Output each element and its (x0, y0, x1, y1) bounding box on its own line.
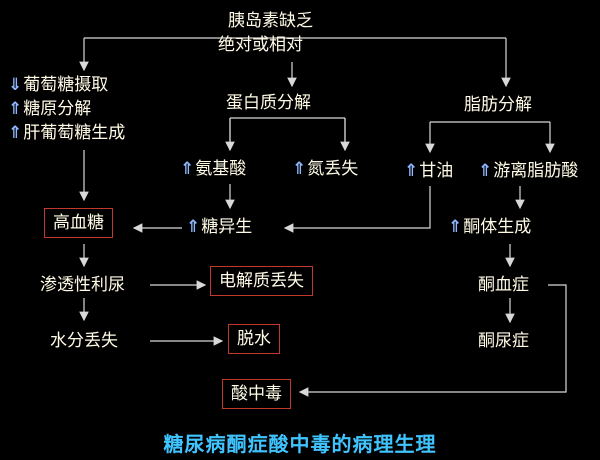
ketogenesis: ⇑酮体生成 (448, 216, 531, 238)
arrow-up-icon: ⇑ (8, 123, 23, 143)
left-effect-1-label: 葡萄糖摄取 (23, 75, 109, 95)
absolute-or-relative-label: 绝对或相对 (218, 34, 303, 56)
hyperglycemia-box: 高血糖 (44, 208, 113, 238)
free-fatty-acids: ⇑游离脂肪酸 (478, 160, 578, 182)
osmotic-diuresis: 渗透性利尿 (40, 275, 125, 295)
gluconeogenesis: ⇑糖异生 (186, 216, 252, 238)
left-effect-2: ⇑糖原分解 (8, 98, 91, 120)
gluconeogenesis-label: 糖异生 (201, 217, 253, 237)
diagram-caption: 糖尿病酮症酸中毒的病理生理 (163, 432, 437, 456)
insulin-deficiency-line1: 胰岛素缺乏 (228, 11, 313, 31)
line-glycerol-to-gluconeo (283, 186, 431, 233)
glycerol-label: 甘油 (419, 161, 454, 181)
arrow-up-icon: ⇑ (404, 161, 419, 181)
water-loss: 水分丢失 (50, 331, 118, 351)
arrow-up-icon: ⇑ (478, 161, 493, 181)
protein-breakdown: 蛋白质分解 (226, 93, 311, 113)
insulin-deficiency-line2: 绝对或相对 (218, 35, 303, 55)
line-ketonemia-to-acidosis (298, 284, 567, 397)
ketogenesis-label: 酮体生成 (463, 217, 532, 237)
amino-acids: ⇑氨基酸 (180, 158, 246, 180)
fat-breakdown: 脂肪分解 (464, 95, 532, 115)
left-effect-3-label: 肝葡萄糖生成 (23, 123, 126, 143)
free-fatty-acids-label: 游离脂肪酸 (493, 161, 579, 181)
nitrogen-loss-label: 氮丢失 (307, 159, 359, 179)
nitrogen-loss: ⇑氮丢失 (292, 158, 358, 180)
electrolyte-loss-box: 电解质丢失 (210, 266, 313, 296)
arrow-up-icon: ⇑ (8, 99, 23, 119)
arrow-up-icon: ⇑ (180, 159, 195, 179)
glycerol: ⇑甘油 (404, 160, 453, 182)
amino-acids-label: 氨基酸 (195, 159, 247, 179)
left-effect-3: ⇑肝葡萄糖生成 (8, 122, 125, 144)
left-effect-1: ⇓葡萄糖摄取 (8, 74, 108, 96)
ketonemia: 酮血症 (478, 275, 529, 295)
insulin-deficiency-label: 胰岛素缺乏 (228, 10, 313, 32)
arrow-up-icon: ⇑ (448, 217, 463, 237)
acidosis-box: 酸中毒 (222, 379, 291, 409)
left-effect-2-label: 糖原分解 (23, 99, 92, 119)
ketonuria: 酮尿症 (478, 331, 529, 351)
arrow-up-icon: ⇑ (186, 217, 201, 237)
arrow-up-icon: ⇑ (292, 159, 307, 179)
arrow-down-icon: ⇓ (8, 75, 23, 95)
dehydration-box: 脱水 (228, 324, 280, 354)
line-protein-split (229, 117, 346, 150)
